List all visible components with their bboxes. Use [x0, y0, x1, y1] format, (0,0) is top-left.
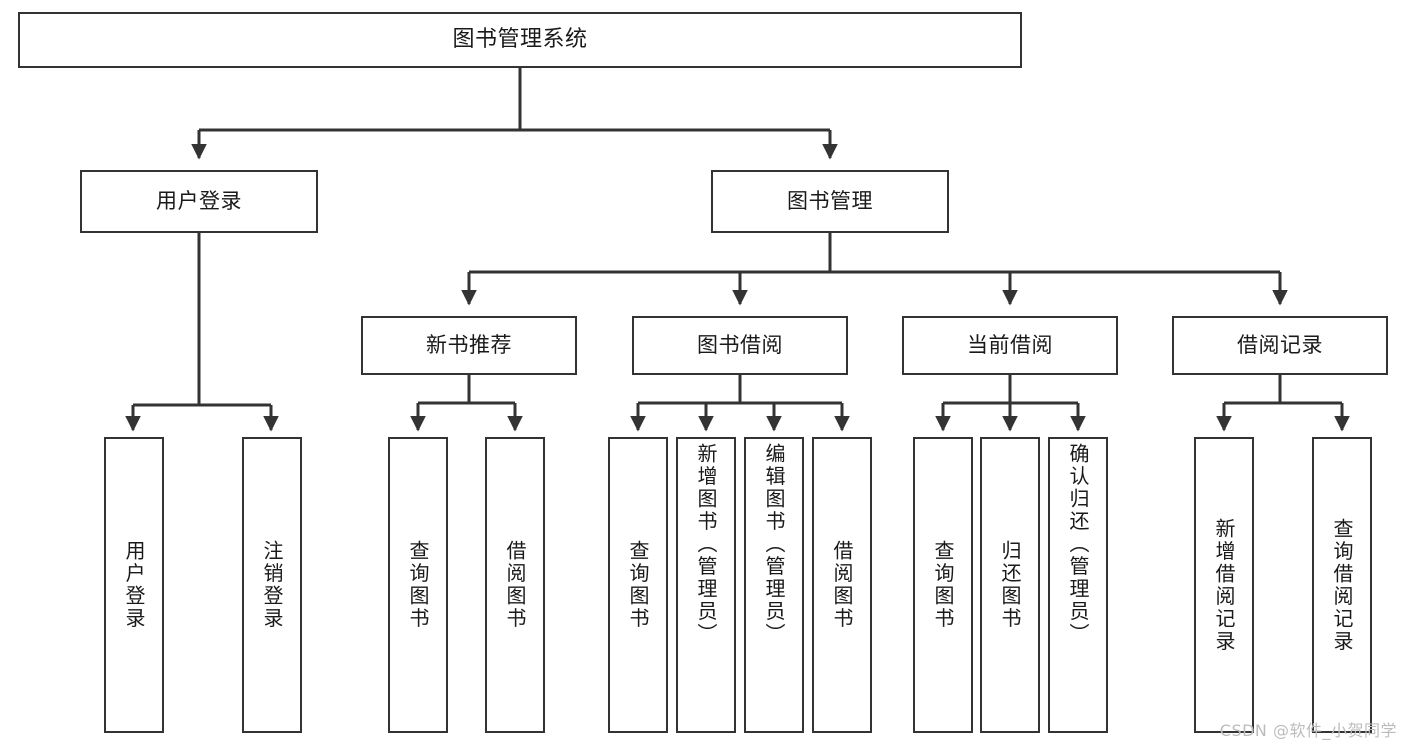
leaf-user-login-signin[interactable]: 用户登录	[104, 437, 164, 733]
leaf-recommend-borrow-book[interactable]: 借阅图书	[485, 437, 545, 733]
leaf-user-login-signout[interactable]: 注销登录	[242, 437, 302, 733]
leaf-borrow-add-book-admin[interactable]: 新增图书（管理员）	[676, 437, 736, 733]
node-label: 借阅图书	[830, 540, 854, 630]
leaf-current-query-book[interactable]: 查询图书	[913, 437, 973, 733]
node-label: 查询图书	[931, 540, 955, 630]
node-label: 用户登录	[122, 540, 146, 630]
node-label: 注销登录	[260, 540, 284, 630]
node-book-management[interactable]: 图书管理	[711, 170, 949, 233]
leaf-recommend-query-book[interactable]: 查询图书	[388, 437, 448, 733]
leaf-borrow-query-book[interactable]: 查询图书	[608, 437, 668, 733]
leaf-borrow-edit-book-admin[interactable]: 编辑图书（管理员）	[744, 437, 804, 733]
node-label: 新书推荐	[426, 332, 512, 357]
leaf-record-query-record[interactable]: 查询借阅记录	[1312, 437, 1372, 733]
node-label: 查询借阅记录	[1330, 517, 1354, 653]
node-label: 编辑图书（管理员）	[762, 443, 786, 646]
node-label: 新增借阅记录	[1212, 517, 1236, 653]
node-borrow-record[interactable]: 借阅记录	[1172, 316, 1388, 375]
node-label: 查询图书	[406, 540, 430, 630]
leaf-current-return-book[interactable]: 归还图书	[980, 437, 1040, 733]
leaf-borrow-borrow-book[interactable]: 借阅图书	[812, 437, 872, 733]
node-label: 确认归还（管理员）	[1066, 443, 1090, 646]
leaf-current-confirm-return-admin[interactable]: 确认归还（管理员）	[1048, 437, 1108, 733]
node-label: 图书管理	[787, 188, 873, 213]
node-label: 图书管理系统	[452, 26, 588, 52]
node-user-login[interactable]: 用户登录	[80, 170, 318, 233]
leaf-record-add-record[interactable]: 新增借阅记录	[1194, 437, 1254, 733]
node-label: 借阅记录	[1237, 332, 1323, 357]
node-current-borrow[interactable]: 当前借阅	[902, 316, 1118, 375]
node-label: 归还图书	[998, 540, 1022, 630]
node-root-system[interactable]: 图书管理系统	[18, 12, 1022, 68]
node-book-borrow[interactable]: 图书借阅	[632, 316, 848, 375]
node-new-book-recommend[interactable]: 新书推荐	[361, 316, 577, 375]
node-label: 当前借阅	[967, 332, 1053, 357]
node-label: 借阅图书	[503, 540, 527, 630]
node-label: 新增图书（管理员）	[694, 443, 718, 646]
node-label: 图书借阅	[697, 332, 783, 357]
node-label: 用户登录	[156, 188, 242, 213]
node-label: 查询图书	[626, 540, 650, 630]
watermark: CSDN @软件_小贺同学	[1219, 721, 1397, 740]
